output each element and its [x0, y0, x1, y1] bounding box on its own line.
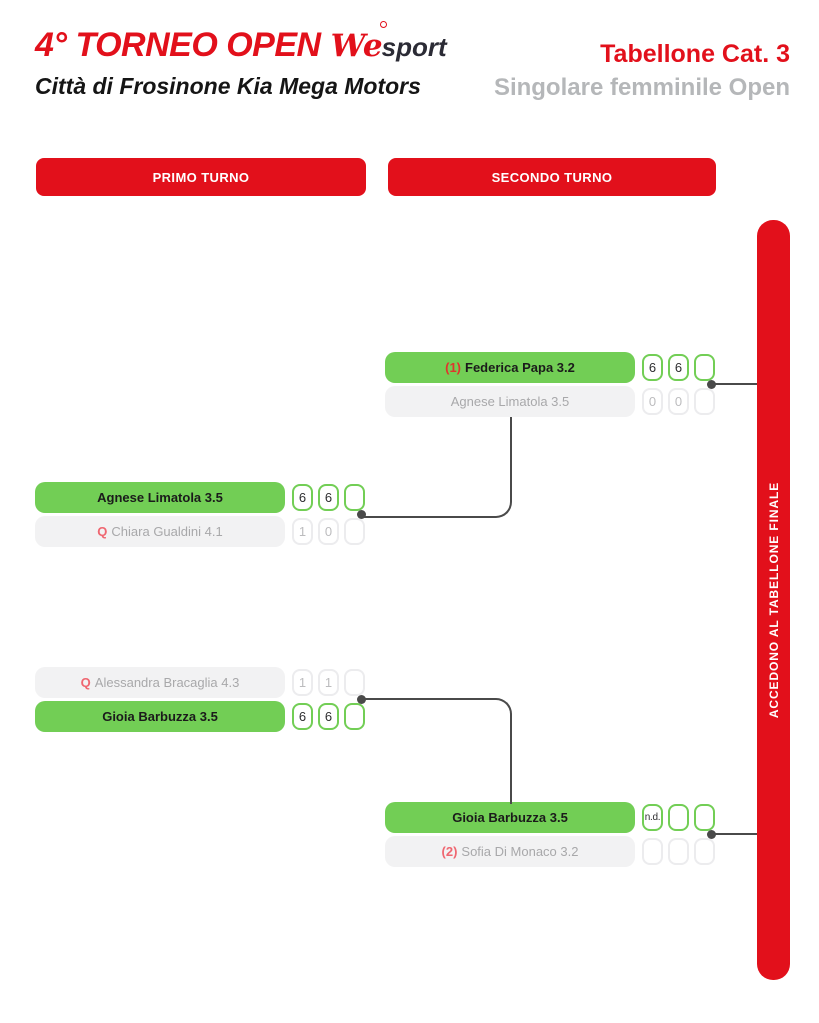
- match-primo-turno-top: Agnese Limatola 3.5 6 6 Q Chiara Gualdin…: [35, 482, 365, 550]
- player-name: Gioia Barbuzza 3.5: [452, 810, 568, 825]
- score-boxes: [642, 838, 715, 865]
- score-box: 1: [318, 669, 339, 696]
- score-box: 0: [318, 518, 339, 545]
- score-box: [344, 669, 365, 696]
- score-boxes: n.d.: [642, 804, 715, 831]
- final-bar: ACCEDONO AL TABELLONE FINALE: [757, 220, 790, 980]
- header-right: Tabellone Cat. 3 Singolare femminile Ope…: [494, 40, 790, 102]
- score-box: [694, 388, 715, 415]
- player-name: Agnese Limatola 3.5: [450, 394, 570, 409]
- wesport-logo-sport: sport: [381, 32, 447, 62]
- player-row: (1) Federica Papa 3.2 6 6: [385, 352, 715, 383]
- player-name: Agnese Limatola 3.5: [97, 490, 223, 505]
- score-boxes: 6 6: [292, 703, 365, 730]
- seed-prefix: (1): [445, 360, 462, 375]
- score-box: 6: [292, 484, 313, 511]
- player-row: Gioia Barbuzza 3.5 6 6: [35, 701, 365, 732]
- score-box: 0: [642, 388, 663, 415]
- score-box: 6: [318, 484, 339, 511]
- score-boxes: 6 6: [292, 484, 365, 511]
- match-secondo-turno-top: (1) Federica Papa 3.2 6 6 Agnese Limatol…: [385, 352, 715, 420]
- score-box: n.d.: [642, 804, 663, 831]
- score-boxes: 1 1: [292, 669, 365, 696]
- player-name: Federica Papa 3.2: [465, 360, 575, 375]
- player-pill-loser: Q Alessandra Bracaglia 4.3: [35, 667, 285, 698]
- score-box: 6: [642, 354, 663, 381]
- player-name: Gioia Barbuzza 3.5: [102, 709, 218, 724]
- wesport-logo-we: We: [330, 21, 387, 64]
- player-row: Agnese Limatola 3.5 0 0: [385, 386, 715, 417]
- score-box: 6: [318, 703, 339, 730]
- match-primo-turno-bottom: Q Alessandra Bracaglia 4.3 1 1 Gioia Bar…: [35, 667, 365, 735]
- player-row: Q Chiara Gualdini 4.1 1 0: [35, 516, 365, 547]
- connector-dot: [357, 695, 366, 704]
- score-box: [668, 838, 689, 865]
- wesport-logo: We sport: [330, 21, 447, 64]
- player-pill-loser: Q Chiara Gualdini 4.1: [35, 516, 285, 547]
- seed-prefix: (2): [441, 844, 458, 859]
- player-pill-winner: (1) Federica Papa 3.2: [385, 352, 635, 383]
- player-row: Gioia Barbuzza 3.5 n.d.: [385, 802, 715, 833]
- connector-dot: [357, 510, 366, 519]
- player-name: Sofia Di Monaco 3.2: [461, 844, 579, 859]
- connector-dot: [707, 380, 716, 389]
- qualifier-prefix: Q: [97, 524, 108, 539]
- score-box: [668, 804, 689, 831]
- score-box: 1: [292, 669, 313, 696]
- score-box: 1: [292, 518, 313, 545]
- score-box: 6: [668, 354, 689, 381]
- score-box: [694, 838, 715, 865]
- score-box: 6: [292, 703, 313, 730]
- tournament-subtitle: Città di Frosinone Kia Mega Motors: [35, 73, 421, 99]
- round-header-primo-turno: PRIMO TURNO: [36, 158, 366, 196]
- connector-line-to-final-top: [714, 383, 757, 385]
- player-row: Agnese Limatola 3.5 6 6: [35, 482, 365, 513]
- score-box: [344, 484, 365, 511]
- score-boxes: 6 6: [642, 354, 715, 381]
- player-name: Chiara Gualdini 4.1: [111, 524, 223, 539]
- player-name: Alessandra Bracaglia 4.3: [94, 675, 240, 690]
- player-row: (2) Sofia Di Monaco 3.2: [385, 836, 715, 867]
- score-box: [344, 703, 365, 730]
- round-header-secondo-turno: SECONDO TURNO: [388, 158, 716, 196]
- category-title: Tabellone Cat. 3: [600, 40, 790, 68]
- connector-dot: [707, 830, 716, 839]
- tournament-title: 4° TORNEO OPEN: [35, 26, 321, 64]
- player-pill-winner: Gioia Barbuzza 3.5: [35, 701, 285, 732]
- score-boxes: 0 0: [642, 388, 715, 415]
- connector-line-up: [362, 417, 512, 518]
- player-row: Q Alessandra Bracaglia 4.3 1 1: [35, 667, 365, 698]
- category-subtitle: Singolare femminile Open: [493, 74, 790, 101]
- player-pill-loser: (2) Sofia Di Monaco 3.2: [385, 836, 635, 867]
- qualifier-prefix: Q: [80, 675, 91, 690]
- score-box: [694, 804, 715, 831]
- connector-line-down: [362, 698, 512, 804]
- score-box: [344, 518, 365, 545]
- header-left: 4° TORNEO OPEN We sport Città di Frosino…: [35, 21, 447, 100]
- score-boxes: 1 0: [292, 518, 365, 545]
- final-bar-label: ACCEDONO AL TABELLONE FINALE: [766, 481, 781, 719]
- player-pill-loser: Agnese Limatola 3.5: [385, 386, 635, 417]
- score-box: 0: [668, 388, 689, 415]
- player-pill-winner: Gioia Barbuzza 3.5: [385, 802, 635, 833]
- score-box: [642, 838, 663, 865]
- player-pill-winner: Agnese Limatola 3.5: [35, 482, 285, 513]
- connector-line-to-final-bottom: [714, 833, 757, 835]
- match-secondo-turno-bottom: Gioia Barbuzza 3.5 n.d. (2) Sofia Di Mon…: [385, 802, 715, 870]
- score-box: [694, 354, 715, 381]
